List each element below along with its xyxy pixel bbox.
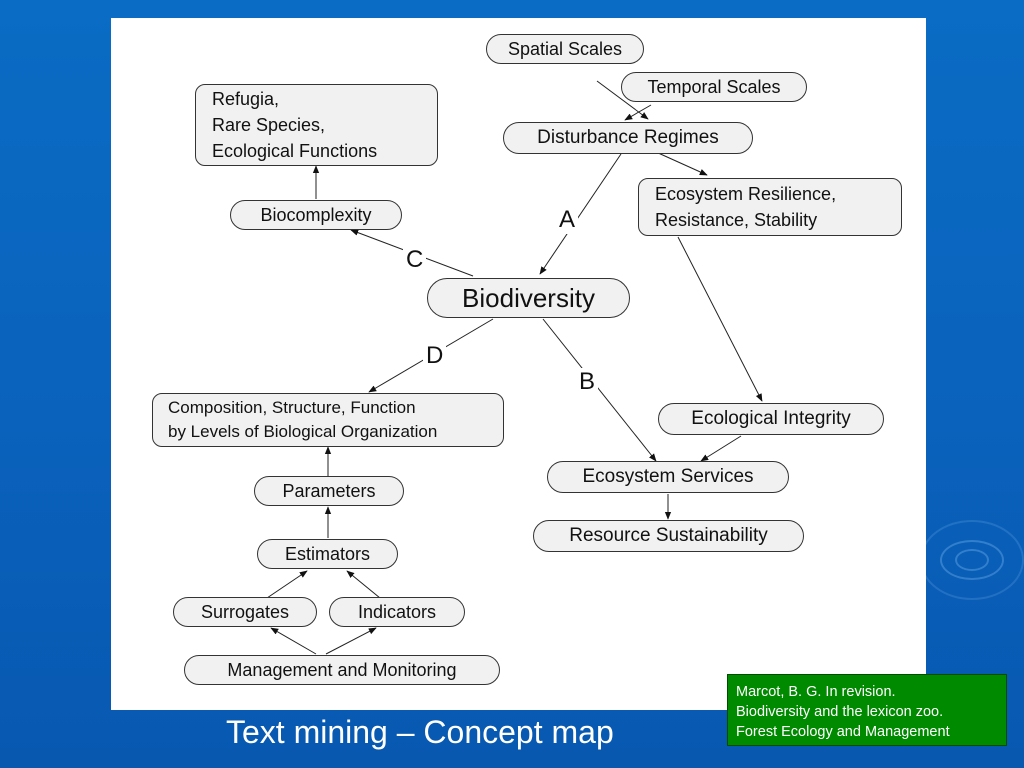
node-surrogates: Surrogates [173, 597, 317, 627]
edge-management-indicators [325, 627, 377, 655]
edge-label-a: A [556, 206, 579, 234]
concept-map-connectors [266, 80, 763, 655]
node-estimators: Estimators [257, 539, 398, 569]
edge-label-d: D [423, 342, 447, 370]
node-parameters: Parameters [254, 476, 404, 506]
concept-map-canvas: Spatial Scales Temporal Scales Disturban… [111, 18, 926, 710]
edge-temporal-disturbance [624, 104, 652, 121]
citation-box: Marcot, B. G. In revision. Biodiversity … [727, 674, 1007, 746]
edge-biodiversity-services [542, 318, 657, 462]
node-biodiversity: Biodiversity [427, 278, 630, 318]
node-ecosystem-resilience: Ecosystem Resilience, Resistance, Stabil… [638, 178, 902, 236]
node-refugia: Refugia, Rare Species, Ecological Functi… [195, 84, 438, 166]
node-biocomplexity: Biocomplexity [230, 200, 402, 230]
node-ecological-integrity: Ecological Integrity [658, 403, 884, 435]
node-management-monitoring: Management and Monitoring [184, 655, 500, 685]
node-spatial-scales: Spatial Scales [486, 34, 644, 64]
edge-indicators-estimators [346, 570, 381, 599]
edge-label-c: C [403, 246, 427, 274]
node-temporal-scales: Temporal Scales [621, 72, 807, 102]
edge-disturbance-biodiversity [539, 153, 622, 275]
node-composition-structure-function: Composition, Structure, Function by Leve… [152, 393, 504, 447]
node-ecosystem-services: Ecosystem Services [547, 461, 789, 493]
ripple-decoration [920, 520, 1024, 600]
edge-disturbance-resilience [655, 151, 708, 176]
edge-management-surrogates [270, 627, 317, 655]
node-indicators: Indicators [329, 597, 465, 627]
edge-spatial-disturbance [596, 80, 649, 120]
slide-title: Text mining – Concept map [226, 714, 614, 750]
node-disturbance-regimes: Disturbance Regimes [503, 122, 753, 154]
edge-label-b: B [576, 368, 599, 396]
edge-integrity-services [700, 435, 742, 462]
edge-resilience-integrity [677, 236, 763, 402]
node-resource-sustainability: Resource Sustainability [533, 520, 804, 552]
edge-surrogates-estimators [266, 570, 308, 599]
